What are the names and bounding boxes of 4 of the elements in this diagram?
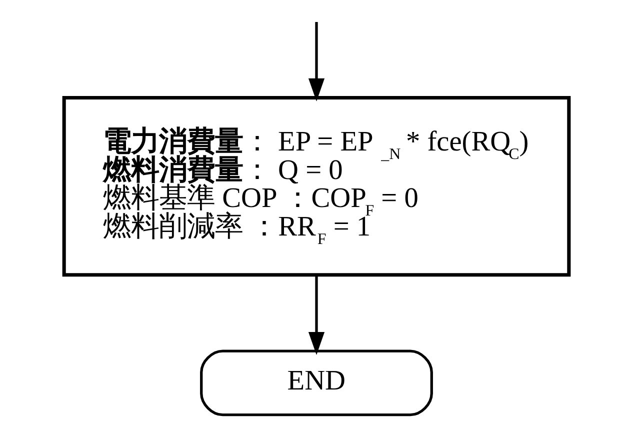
arrow (308, 22, 325, 102)
node-box: END (200, 350, 433, 416)
arrow (308, 275, 325, 356)
node-box: 電力消費量： EP = EP$_{_N}$ * fce(RQ$_{C}$) 燃料消費量： Q = 0 燃料基準 COP ：COP$_{F}$ = 0 燃料削減率 ：RR$_{F}$ = 1 (62, 96, 571, 277)
